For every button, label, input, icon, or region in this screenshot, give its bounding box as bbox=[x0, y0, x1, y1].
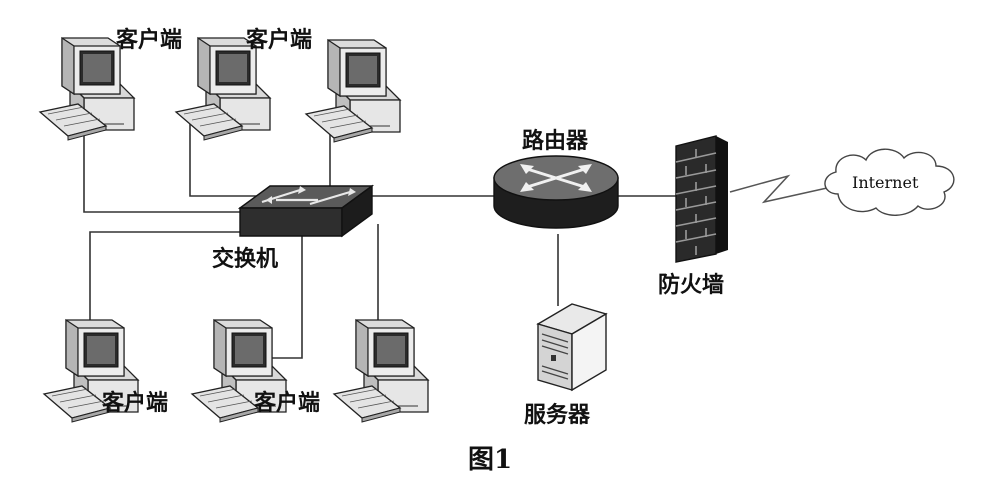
connection-lines bbox=[83, 116, 676, 359]
client-computer bbox=[39, 37, 135, 141]
wan-link bbox=[729, 174, 837, 204]
client-label: 客户端 bbox=[246, 27, 312, 53]
client-label: 客户端 bbox=[102, 390, 168, 416]
internet-cloud-icon bbox=[824, 148, 955, 216]
figure-caption: 图1 bbox=[468, 445, 512, 475]
client-label: 客户端 bbox=[254, 390, 320, 416]
switch-icon bbox=[237, 184, 375, 238]
client-computer bbox=[305, 39, 401, 143]
firewall-icon bbox=[675, 135, 728, 263]
server-icon bbox=[536, 303, 608, 392]
client-label: 客户端 bbox=[116, 27, 182, 53]
switch-label: 交换机 bbox=[212, 246, 278, 272]
router-label: 路由器 bbox=[522, 128, 589, 154]
router-icon bbox=[493, 155, 619, 229]
internet-label: Internet bbox=[852, 173, 919, 192]
client-computer bbox=[175, 37, 271, 141]
server-label: 服务器 bbox=[524, 403, 591, 428]
firewall-label: 防火墙 bbox=[658, 273, 724, 298]
client-computer bbox=[333, 319, 429, 423]
